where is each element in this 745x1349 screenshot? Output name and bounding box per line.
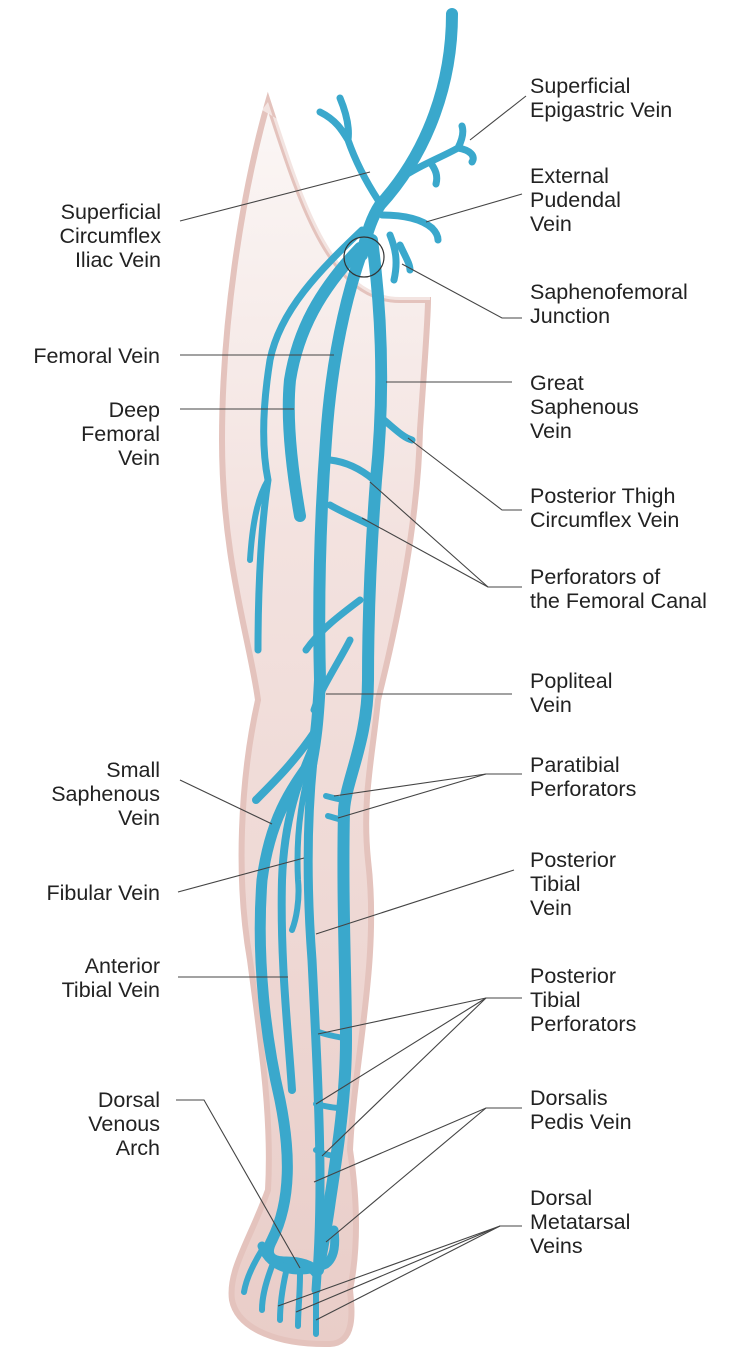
label-deep-femoral-vein-line: Vein [81, 446, 160, 470]
leader-external-pudendal [426, 194, 522, 222]
label-dorsalis-pedis-vein-line: Dorsalis [530, 1086, 632, 1110]
label-paratibial-perforators-line: Perforators [530, 777, 636, 801]
leader-superficial-epigastric [470, 96, 526, 140]
label-dorsal-venous-arch-line: Venous [88, 1112, 160, 1136]
label-fibular-vein: Fibular Vein [46, 881, 160, 905]
label-fibular-vein-line: Fibular Vein [46, 881, 160, 905]
label-posterior-tibial-vein-line: Posterior [530, 848, 616, 872]
label-small-saphenous-vein-line: Small [51, 758, 160, 782]
label-paratibial-perforators-line: Paratibial [530, 753, 636, 777]
label-superficial-epigastric-vein: SuperficialEpigastric Vein [530, 74, 672, 122]
label-deep-femoral-vein-line: Deep [81, 398, 160, 422]
label-anterior-tibial-vein-line: Anterior [62, 954, 160, 978]
leader-posterior-thigh-circumflex [408, 438, 522, 510]
label-posterior-thigh-circumflex-vein-line: Circumflex Vein [530, 508, 679, 532]
label-femoral-vein-line: Femoral Vein [33, 344, 160, 368]
label-perforators-femoral-canal-line: Perforators of [530, 565, 707, 589]
label-great-saphenous-vein-line: Great [530, 371, 639, 395]
label-superficial-epigastric-vein-line: Superficial [530, 74, 672, 98]
label-anterior-tibial-vein-line: Tibial Vein [62, 978, 160, 1002]
label-deep-femoral-vein-line: Femoral [81, 422, 160, 446]
label-superficial-epigastric-vein-line: Epigastric Vein [530, 98, 672, 122]
label-posterior-tibial-perforators-line: Posterior [530, 964, 636, 988]
label-posterior-tibial-perforators-line: Perforators [530, 1012, 636, 1036]
label-dorsal-venous-arch-line: Dorsal [88, 1088, 160, 1112]
label-great-saphenous-vein-line: Saphenous [530, 395, 639, 419]
label-external-pudendal-vein-line: Vein [530, 212, 621, 236]
label-external-pudendal-vein-line: Pudendal [530, 188, 621, 212]
label-popliteal-vein-line: Popliteal [530, 669, 612, 693]
label-perforators-femoral-canal-line: the Femoral Canal [530, 589, 707, 613]
label-great-saphenous-vein-line: Vein [530, 419, 639, 443]
label-saphenofemoral-junction-line: Junction [530, 304, 688, 328]
label-small-saphenous-vein-line: Saphenous [51, 782, 160, 806]
label-dorsalis-pedis-vein-line: Pedis Vein [530, 1110, 632, 1134]
label-dorsal-metatarsal-veins-line: Dorsal [530, 1186, 630, 1210]
label-external-pudendal-vein-line: External [530, 164, 621, 188]
label-superficial-circumflex-iliac-vein-line: Circumflex [59, 224, 161, 248]
label-popliteal-vein-line: Vein [530, 693, 612, 717]
label-posterior-tibial-vein-line: Vein [530, 896, 616, 920]
label-dorsal-metatarsal-veins-line: Metatarsal [530, 1210, 630, 1234]
label-femoral-vein: Femoral Vein [33, 344, 160, 368]
label-dorsal-metatarsal-veins-line: Veins [530, 1234, 630, 1258]
label-posterior-tibial-perforators-line: Tibial [530, 988, 636, 1012]
label-superficial-circumflex-iliac-vein-line: Iliac Vein [59, 248, 161, 272]
label-posterior-tibial-vein-line: Tibial [530, 872, 616, 896]
label-dorsal-venous-arch-line: Arch [88, 1136, 160, 1160]
label-posterior-thigh-circumflex-vein-line: Posterior Thigh [530, 484, 679, 508]
label-superficial-circumflex-iliac-vein-line: Superficial [59, 200, 161, 224]
label-saphenofemoral-junction-line: Saphenofemoral [530, 280, 688, 304]
label-small-saphenous-vein-line: Vein [51, 806, 160, 830]
